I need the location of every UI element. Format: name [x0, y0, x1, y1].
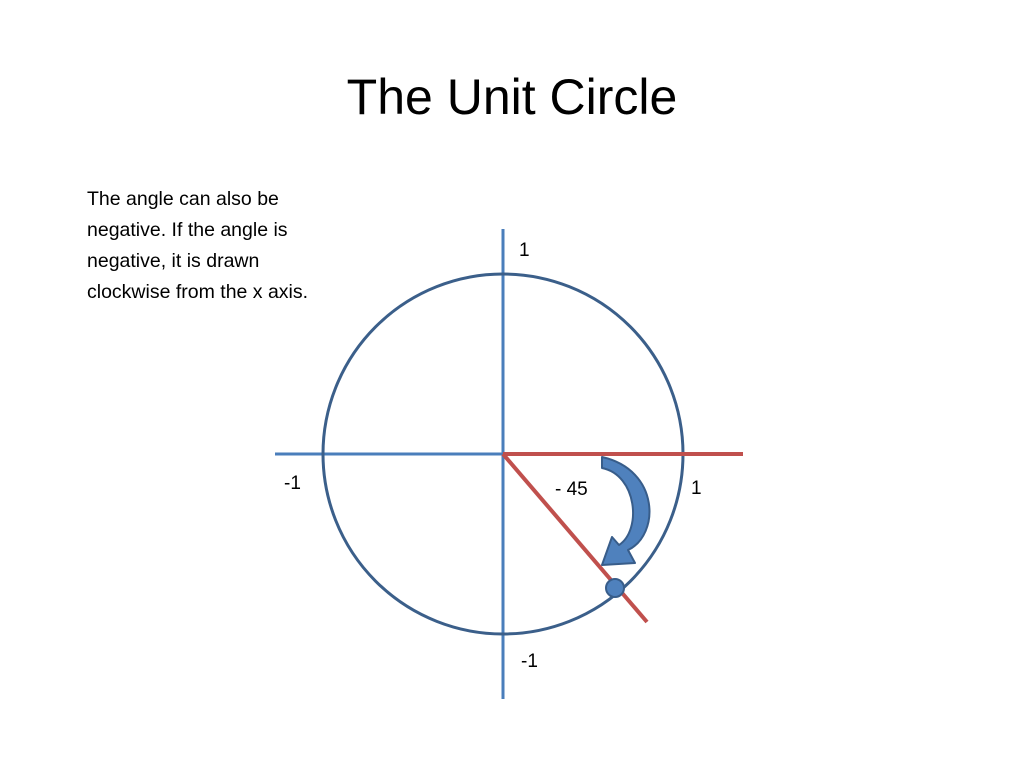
terminal-point	[605, 578, 625, 598]
y-bottom-label: -1	[521, 651, 538, 672]
slide-title: The Unit Circle	[346, 69, 678, 125]
x-right-label: 1	[691, 478, 702, 499]
angle-label: - 45	[555, 479, 588, 500]
body-text: The angle can also be negative. If the a…	[87, 188, 309, 303]
y-top-label: 1	[519, 240, 530, 261]
clockwise-arrow-icon	[601, 456, 651, 566]
x-left-label: -1	[284, 473, 301, 494]
